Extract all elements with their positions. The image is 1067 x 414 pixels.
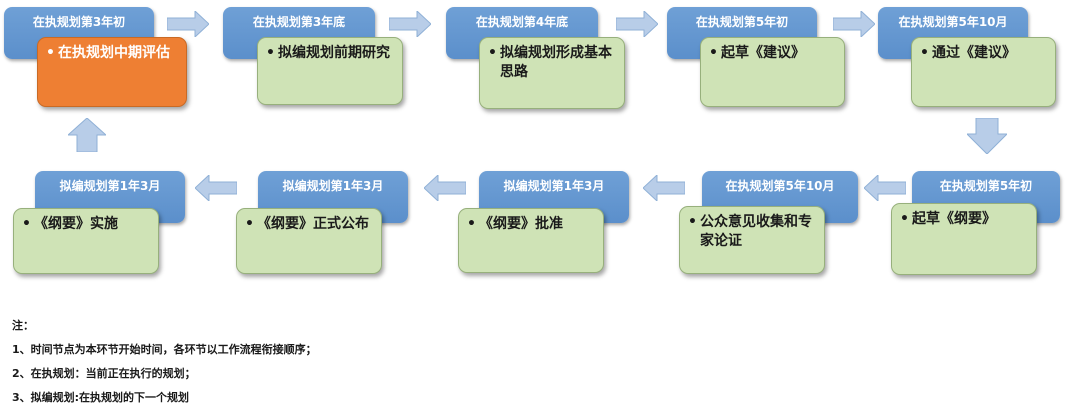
step-task-card: •《纲要》批准	[458, 208, 604, 273]
bullet-icon: •	[688, 214, 697, 230]
bullet-icon: •	[467, 216, 476, 232]
arrow-right-icon	[616, 11, 658, 37]
step-task-card: •通过《建议》	[911, 37, 1056, 107]
arrow-left-icon	[864, 175, 906, 201]
notes-section: 注： 1、时间节点为本环节开始时间，各环节以工作流程衔接顺序； 2、在执规划：当…	[12, 314, 317, 410]
step-task-card: •拟编规划前期研究	[257, 37, 403, 105]
notes-title: 注：	[12, 319, 34, 332]
step-task-text: 起草《纲要》	[912, 211, 996, 227]
step-task-text: 拟编规划前期研究	[278, 45, 390, 61]
step-task-text: 在执规划中期评估	[58, 45, 170, 61]
note-item: 2、在执规划：当前正在执行的规划；	[12, 367, 196, 380]
step-task-card: •起草《建议》	[700, 37, 845, 107]
arrow-left-icon	[424, 175, 466, 201]
arrow-left-icon	[195, 175, 237, 201]
note-item: 3、拟编规划:在执规划的下一个规划	[12, 391, 190, 404]
note-item: 1、时间节点为本环节开始时间，各环节以工作流程衔接顺序；	[12, 343, 317, 356]
step-task-text: 《纲要》批准	[479, 216, 563, 232]
arrow-down-icon	[967, 118, 1007, 154]
step-task-text: 《纲要》实施	[34, 216, 118, 232]
arrow-right-icon	[833, 11, 875, 37]
step-task-text: 《纲要》正式公布	[257, 216, 369, 232]
step-task-text: 拟编规划形成基本思路	[500, 45, 612, 80]
bullet-icon: •	[920, 45, 929, 61]
bullet-icon: •	[900, 211, 909, 227]
step-task-card: •《纲要》实施	[13, 208, 159, 274]
arrow-right-icon	[167, 11, 209, 37]
bullet-icon: •	[709, 45, 718, 61]
step-task-card: •起草《纲要》	[891, 203, 1037, 275]
bullet-icon: •	[22, 216, 31, 232]
arrow-left-icon	[643, 175, 685, 201]
step-task-text: 起草《建议》	[721, 45, 805, 61]
step-task-text: 公众意见收集和专家论证	[700, 214, 812, 249]
step-task-card: •在执规划中期评估	[37, 37, 187, 107]
step-task-card: •公众意见收集和专家论证	[679, 206, 825, 274]
bullet-icon: •	[245, 216, 254, 232]
step-task-card: •拟编规划形成基本思路	[479, 37, 625, 109]
bullet-icon: •	[488, 45, 497, 61]
step-task-card: •《纲要》正式公布	[236, 208, 382, 274]
bullet-icon: •	[266, 45, 275, 61]
bullet-icon: •	[46, 45, 55, 61]
arrow-up-icon	[68, 118, 106, 152]
arrow-right-icon	[389, 11, 431, 37]
step-task-text: 通过《建议》	[932, 45, 1016, 61]
